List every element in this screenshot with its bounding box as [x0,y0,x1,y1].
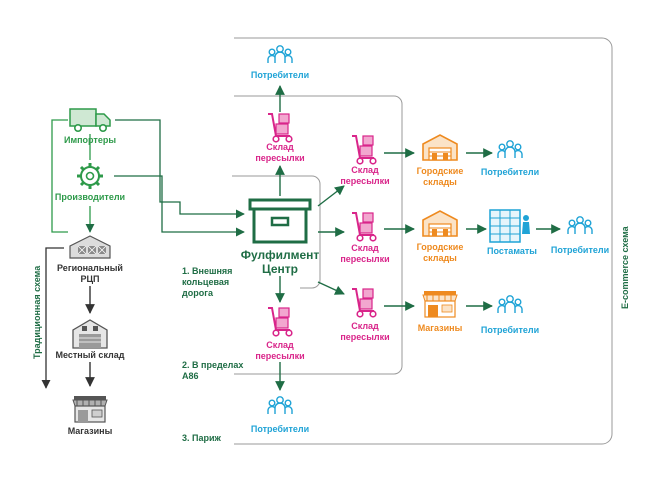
store-icon [422,290,458,318]
parcel-locker-icon [489,209,530,243]
city-warehouses-1-label: Городские склады [416,166,464,187]
zone3-label: 3. Париж [182,433,221,443]
people-icon [497,140,523,159]
ecommerce-scheme-label: E-commerce схема [620,226,630,309]
traditional-arrow [41,247,64,389]
fc-to-transfer-r3 [317,281,345,295]
consumers-top-label: Потребители [250,70,310,80]
consumers-r3-label: Потребители [480,325,540,335]
people-icon [267,45,293,64]
transfer-r3-label: Склад пересылки [340,321,390,342]
transfer-bottom-label: Склад пересылки [255,340,305,361]
warehouse-icon [72,319,108,349]
zone2-label: 2. В пределах A86 [182,360,244,381]
zone1-label: 1. Внешняя кольцевая дорога [182,266,233,298]
store-icon [72,395,108,423]
producers-to-fc [114,175,245,237]
zone3-boundary [234,37,613,445]
transfer-r2-label: Склад пересылки [340,243,390,264]
stores-left-label: Магазины [67,426,113,436]
hand-truck-icon [351,135,377,165]
consumers-r1-label: Потребители [480,167,540,177]
consumers-r2-label: Потребители [550,245,610,255]
box-icon [248,198,312,244]
people-icon [497,295,523,314]
hand-truck-icon [351,288,377,318]
producers-label: Производители [54,192,126,202]
importers-to-fc [115,119,245,219]
gear-icon [77,163,103,189]
truck-icon [69,108,111,133]
importers-label: Импортеры [63,135,117,145]
warehouse-icon [422,210,458,237]
transfer-top-label: Склад пересылки [255,142,305,163]
fc-to-transfer-r1 [317,185,345,207]
stores-right-label: Магазины [417,323,463,333]
lockers-label: Постаматы [487,246,537,256]
regional-dc-label: Региональный РЦП [57,263,123,284]
traditional-scheme-label: Традиционная схема [32,265,42,359]
fulfillment-center-label: Фулфилмент Центр [240,248,320,276]
local-warehouse-label: Местный склад [55,350,125,360]
zone2-boundary [234,95,403,375]
people-icon [267,396,293,415]
hand-truck-icon [267,113,293,143]
transfer-r1-label: Склад пересылки [340,165,390,186]
importers-line [51,119,68,233]
hand-truck-icon [351,212,377,242]
city-warehouses-2-label: Городские склады [416,242,464,263]
warehouse-icon [69,235,111,259]
consumers-bottom-label: Потребители [250,424,310,434]
people-icon [567,216,593,235]
hand-truck-icon [267,307,293,337]
warehouse-icon [422,134,458,161]
